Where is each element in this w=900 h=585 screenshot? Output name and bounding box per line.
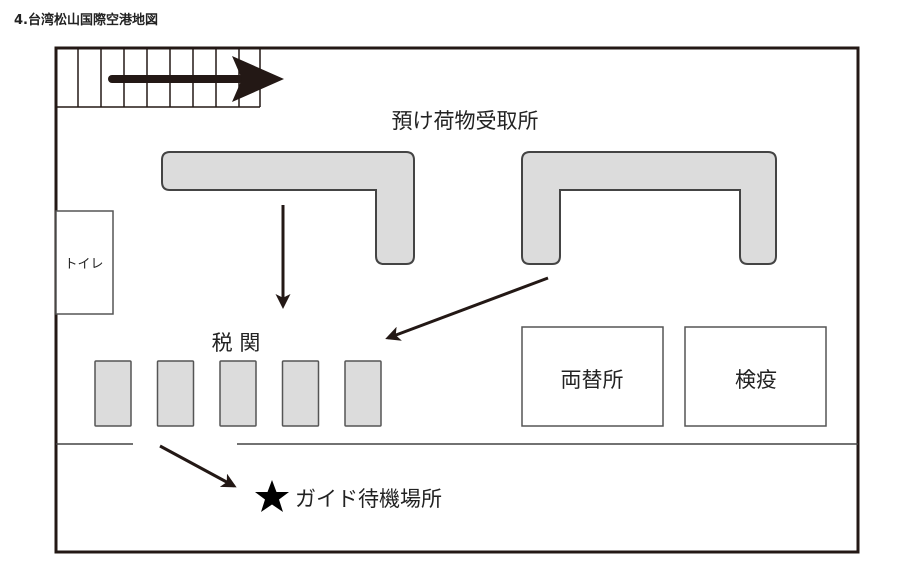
star-icon xyxy=(255,480,289,512)
customs-booth xyxy=(94,360,132,427)
map-title: 4.台湾松山国際空港地図 xyxy=(14,13,158,28)
quarantine-label: 検疫 xyxy=(735,368,777,392)
baggage-carousel-1 xyxy=(161,151,415,265)
currency-exchange-room xyxy=(521,326,664,427)
customs-label: 税 関 xyxy=(212,331,261,355)
customs-booth xyxy=(219,360,257,427)
quarantine-room xyxy=(684,326,827,427)
customs-booth xyxy=(281,360,320,427)
currency-exchange-label: 両替所 xyxy=(561,368,624,392)
guide-meeting-point-label: ガイド待機場所 xyxy=(295,487,442,511)
arrow-to-meeting-point xyxy=(159,444,237,488)
baggage-carousel-2 xyxy=(521,151,777,265)
baggage-claim-label: 預け荷物受取所 xyxy=(392,109,539,133)
customs-booth xyxy=(156,360,195,427)
toilet-label: トイレ xyxy=(64,257,103,272)
toilet-room xyxy=(55,210,114,315)
customs-booths xyxy=(94,360,382,427)
customs-booth xyxy=(344,360,382,427)
escalator-icon xyxy=(56,48,284,108)
arrow-to-customs-2 xyxy=(385,276,549,341)
